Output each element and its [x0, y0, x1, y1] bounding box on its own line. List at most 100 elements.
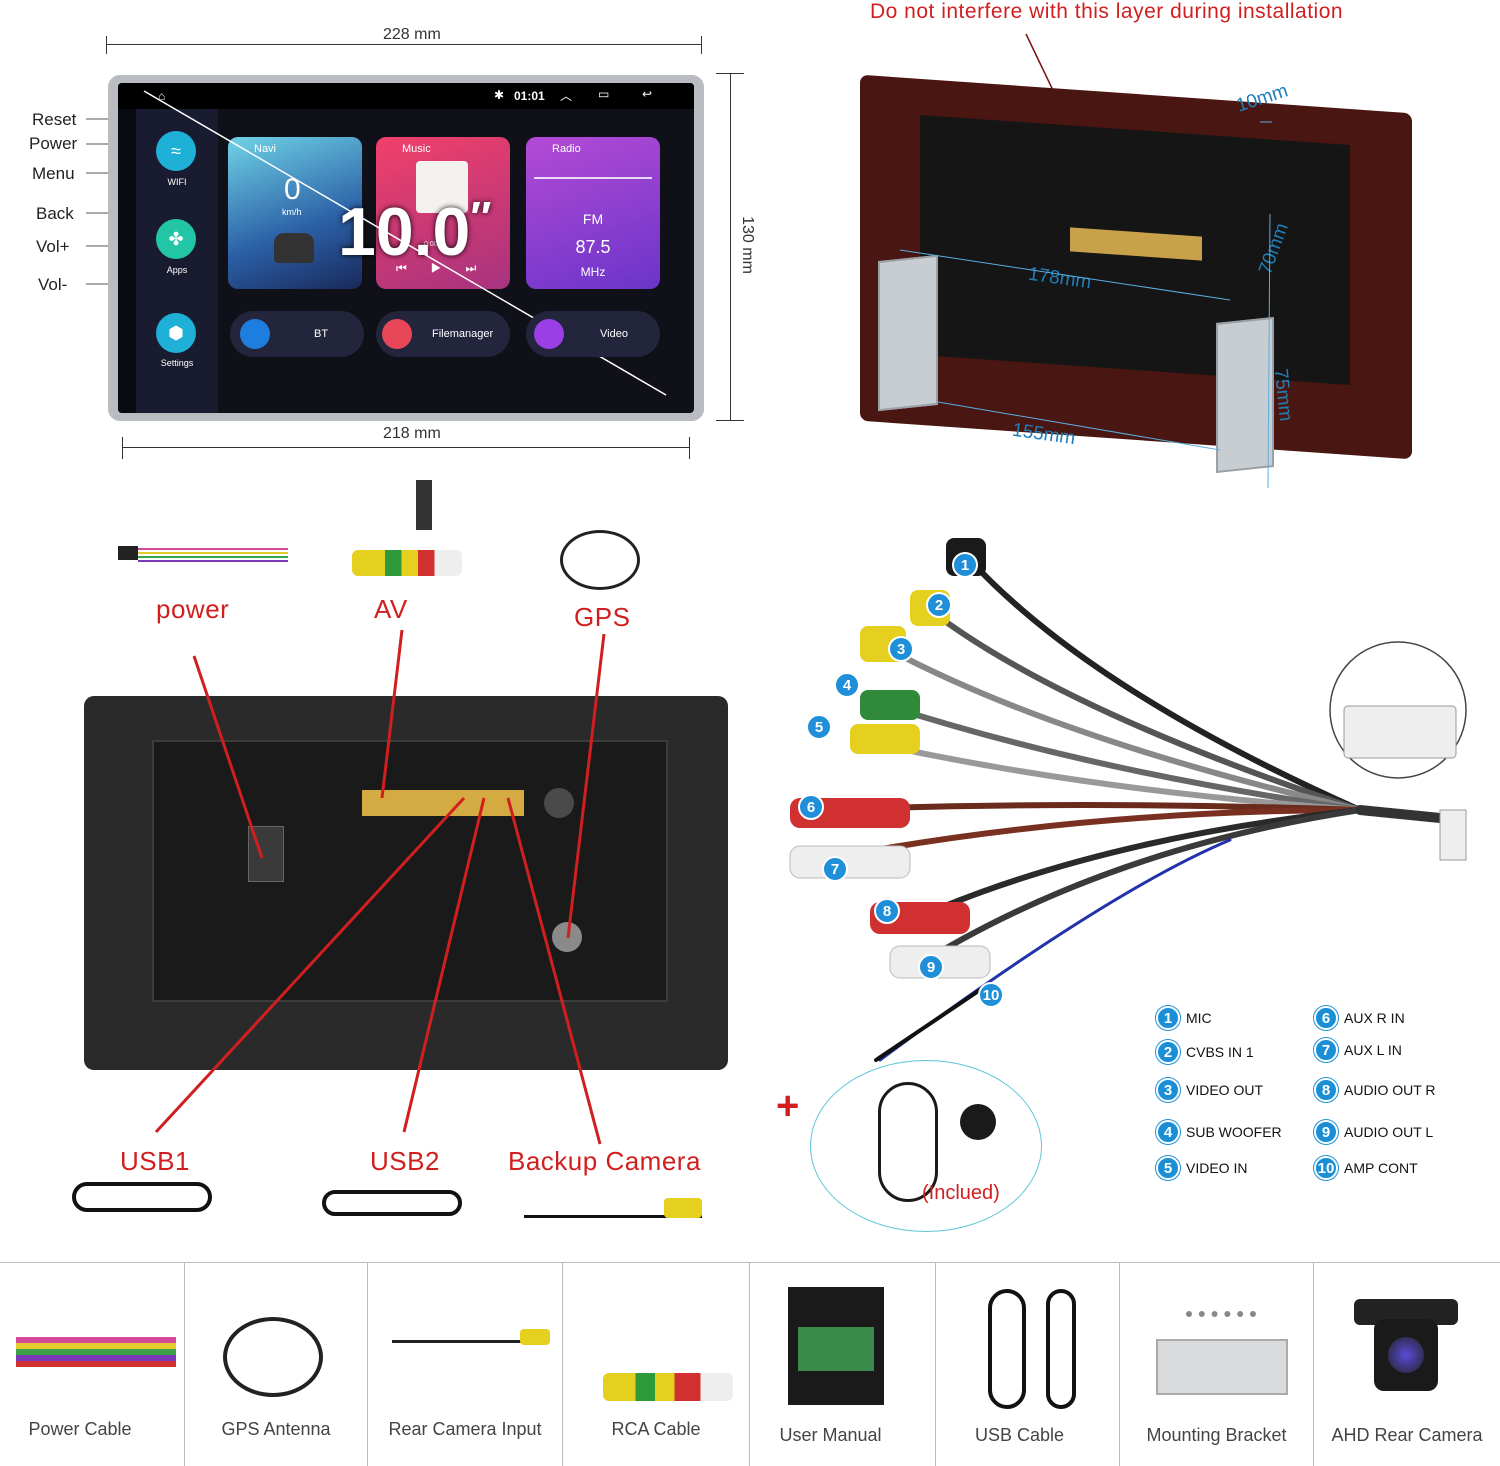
- filemanager-label: Filemanager: [432, 328, 494, 340]
- speed-unit: km/h: [282, 207, 302, 217]
- sidebar-label-settings: Settings: [160, 358, 194, 368]
- mounting-bracket-image: [1156, 1339, 1288, 1395]
- wifi-icon[interactable]: ≈: [156, 131, 196, 171]
- button-label-reset: Reset: [32, 110, 77, 129]
- item-power-cable: Power Cable: [0, 1263, 185, 1466]
- rear-camera-input-image: [392, 1319, 542, 1343]
- chassis-diagram: Do not interfere with this layer during …: [760, 0, 1500, 490]
- screws-image: [1186, 1307, 1256, 1317]
- sidebar-label-wifi: WIFI: [167, 177, 187, 187]
- backup-camera-cable-thumb: [524, 1202, 702, 1218]
- settings-icon[interactable]: ⬢: [156, 313, 196, 353]
- width-top-label: 228 mm: [383, 26, 441, 43]
- item-usb-cable: USB Cable: [936, 1263, 1120, 1466]
- bluetooth-icon: ✱: [494, 88, 505, 102]
- item-label-ahd-rear-camera: AHD Rear Camera: [1331, 1425, 1483, 1445]
- bluetooth-app-icon: [240, 319, 270, 349]
- dimension-line-bottom: [122, 447, 690, 448]
- playback-controls[interactable]: ⏮▶⏭: [396, 261, 500, 276]
- gps-antenna-image: [223, 1317, 323, 1397]
- home-icon: ⌂: [158, 89, 166, 103]
- microphone-icon: [960, 1104, 996, 1140]
- button-label-power: Power: [29, 134, 78, 153]
- rca-cable-image: [603, 1373, 733, 1401]
- apps-icon[interactable]: ✤: [156, 219, 196, 259]
- usb1-cable-thumb: [72, 1182, 212, 1212]
- harness-badge-9: 9: [918, 954, 944, 980]
- video-label: Video: [600, 328, 628, 340]
- gps-label: GPS: [574, 602, 631, 632]
- chassis-dimension-lines: [899, 121, 1272, 489]
- item-mounting-bracket: Mounting Bracket: [1120, 1263, 1314, 1466]
- video-pill[interactable]: Video: [526, 311, 660, 357]
- chevron-up-icon: ︿: [560, 89, 573, 103]
- harness-badge-7: 7: [822, 856, 848, 882]
- car-icon: [274, 233, 314, 263]
- power-cable-thumb: [108, 540, 298, 570]
- item-ahd-rear-camera: AHD Rear Camera: [1314, 1263, 1500, 1466]
- harness-badge-2: 2: [926, 592, 952, 618]
- dimension-line-top: [106, 44, 702, 45]
- usb-cable-image-2: [1046, 1289, 1076, 1409]
- radio-tile[interactable]: Radio FM 87.5 MHz: [526, 137, 660, 289]
- usb-cable-image-1: [988, 1289, 1026, 1409]
- item-label-rear-camera-input: Rear Camera Input: [388, 1419, 542, 1439]
- power-cable-image: [16, 1337, 176, 1367]
- av-connector-port: [362, 790, 524, 816]
- status-bar: ⌂ ✱ 01:01 ︿ ▭ ↩: [118, 83, 694, 109]
- microphone-included-circle: [810, 1060, 1042, 1232]
- av-label: AV: [374, 594, 408, 624]
- item-label-usb-cable: USB Cable: [974, 1425, 1065, 1445]
- speed-value: 0: [284, 173, 301, 206]
- album-art: [416, 161, 468, 213]
- width-bottom-label: 218 mm: [383, 425, 441, 442]
- diagonal-line: [143, 90, 667, 396]
- music-time: 0:00 /: [424, 241, 442, 248]
- usb1-label: USB1: [120, 1146, 190, 1176]
- navi-tile-label: Navi: [254, 143, 277, 155]
- music-tile[interactable]: Music 0:00 / ⏮▶⏭: [376, 137, 510, 289]
- gps-antenna-thumb: [560, 530, 640, 590]
- app-sidebar: ≈ WIFI ✤ Apps ⬢ Settings: [136, 109, 218, 413]
- screen-size-value: 10.0: [338, 194, 471, 270]
- radio-band: FM: [582, 211, 604, 227]
- navi-tile[interactable]: Navi 0 km/h: [228, 137, 362, 289]
- item-label-mounting-bracket: Mounting Bracket: [1146, 1425, 1287, 1445]
- head-unit-diagram: 228 mm 130 mm 218 mm Reset Power Menu Ba…: [0, 0, 760, 460]
- harness-badge-10: 10: [978, 982, 1004, 1008]
- power-label: power: [156, 594, 230, 624]
- bt-label: BT: [314, 328, 329, 340]
- dimension-line-right: [730, 73, 731, 421]
- bt-pill[interactable]: BT: [230, 311, 364, 357]
- waveform: [534, 177, 652, 179]
- back-arrow-icon: ↩: [642, 87, 653, 101]
- connector-leader-lines: [154, 629, 606, 1145]
- backup-camera-label: Backup Camera: [508, 1146, 701, 1176]
- radio-frequency: 87.5: [575, 237, 611, 257]
- item-rear-camera-input: Rear Camera Input: [368, 1263, 563, 1466]
- av-cable-thumb: [336, 480, 516, 590]
- item-gps-antenna: GPS Antenna: [185, 1263, 368, 1466]
- screen-size-mark: ′′: [470, 193, 492, 242]
- antenna-port: [544, 788, 574, 818]
- video-app-icon: [534, 319, 564, 349]
- backup-camera-rca-plug: [664, 1198, 702, 1218]
- recent-apps-icon: ▭: [598, 87, 610, 101]
- side-button-strip: [118, 109, 136, 413]
- package-contents-strip: Power Cable GPS Antenna Rear Camera Inpu…: [0, 1262, 1500, 1466]
- harness-badge-3: 3: [888, 636, 914, 662]
- filemanager-pill[interactable]: Filemanager: [376, 311, 510, 357]
- harness-badge-1: 1: [952, 552, 978, 578]
- button-label-back: Back: [36, 204, 74, 223]
- harness-badge-8: 8: [874, 898, 900, 924]
- item-user-manual: User Manual: [750, 1263, 936, 1466]
- harness-badge-6: 6: [798, 794, 824, 820]
- button-label-vol-up: Vol+: [36, 237, 70, 256]
- usb2-label: USB2: [370, 1146, 440, 1176]
